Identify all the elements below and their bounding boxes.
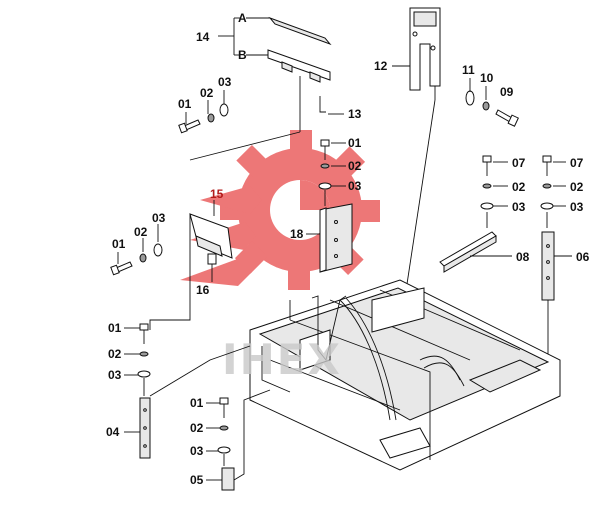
label-03-right-a: 03: [512, 200, 526, 214]
label-14: 14: [196, 30, 210, 44]
label-06: 06: [576, 250, 590, 264]
label-01-left: 01: [112, 237, 126, 251]
label-11: 11: [462, 63, 475, 77]
watermark-text: IHEX: [222, 335, 342, 384]
label-02-right-b: 02: [570, 180, 584, 194]
label-03-bottom-left: 03: [108, 368, 122, 382]
label-03-center: 03: [348, 179, 362, 193]
label-03-top-left: 03: [218, 75, 232, 89]
hardware-set-right-b: [540, 155, 566, 228]
label-02-top-left: 02: [200, 86, 214, 100]
label-02-right-a: 02: [512, 180, 526, 194]
part-13-clip: [319, 96, 344, 115]
hardware-set-bottom-center: [206, 397, 231, 466]
label-15: 15: [210, 187, 224, 201]
part-05-bracket: [206, 389, 271, 491]
label-07-right-a: 07: [512, 156, 526, 170]
part-15-16-bracket: [149, 200, 233, 330]
label-a: A: [238, 11, 247, 25]
part-18-plate: [306, 203, 353, 273]
hardware-set-top-right: [465, 78, 519, 127]
label-01-center: 01: [348, 136, 362, 150]
label-03-left: 03: [152, 211, 166, 225]
label-05: 05: [190, 473, 204, 487]
label-02-center: 02: [348, 159, 362, 173]
label-08: 08: [516, 250, 530, 264]
part-04-vertical-bar: [124, 345, 251, 459]
label-16: 16: [196, 283, 210, 297]
part-06-vertical-bar: [519, 231, 572, 367]
label-12: 12: [374, 59, 388, 73]
label-01-bottom-center: 01: [190, 396, 204, 410]
main-frame-assembly: [249, 279, 561, 471]
hardware-set-top-left: [178, 90, 229, 134]
hardware-set-bottom-left: [124, 323, 151, 396]
label-03-bottom-center: 03: [190, 444, 204, 458]
label-02-bottom-left: 02: [108, 347, 122, 361]
label-09: 09: [500, 85, 514, 99]
label-02-bottom-center: 02: [190, 421, 204, 435]
label-04: 04: [106, 425, 120, 439]
label-03-right-b: 03: [570, 200, 584, 214]
part-08-rail: [439, 231, 512, 273]
label-18: 18: [290, 227, 304, 241]
label-01-top-left: 01: [178, 97, 192, 111]
part-14-bracket-assembly: [189, 16, 332, 161]
label-13: 13: [348, 107, 362, 121]
label-07-right-b: 07: [570, 156, 584, 170]
hardware-set-center: [318, 139, 346, 206]
label-01-bottom-left: 01: [108, 321, 122, 335]
hardware-set-right-a: [480, 155, 508, 228]
label-10: 10: [480, 71, 494, 85]
label-b: B: [238, 48, 247, 62]
watermark-gear-logo: [180, 130, 380, 290]
hardware-set-left: [110, 224, 163, 276]
label-02-left: 02: [134, 225, 148, 239]
